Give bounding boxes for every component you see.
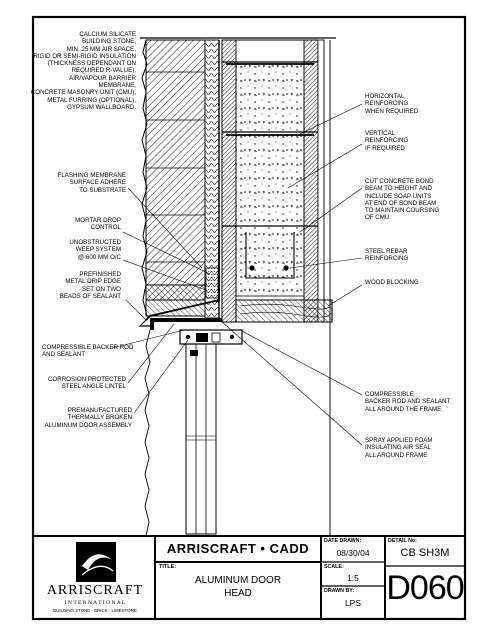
label-mortar-drop: MORTAR DROP CONTROL [75, 217, 121, 232]
label-compressible-backer-rod: COMPRESSIBLE BACKER ROD AND SEALANT [42, 344, 134, 359]
label-calcium-silicate: CALCIUM SILICATE BUILDING STONE, MIN. 25… [30, 31, 136, 111]
lower-wall-edge [144, 329, 151, 537]
label-weep-system: UNOBSTRUCTED WEEP SYSTEM @ 600 MM O/C [69, 239, 121, 261]
title-label: TITLE: [159, 564, 177, 570]
logo-subtitle: I N T E R N A T I O N A L [64, 600, 126, 606]
detail-series: CB SH3M [400, 547, 450, 559]
stone-veneer [145, 39, 206, 317]
detail-label: DETAIL No: [388, 538, 417, 544]
arriscraft-logo-mark [76, 542, 116, 582]
steel-angle-lintel [150, 318, 222, 330]
flashing-membrane [145, 240, 220, 321]
company-name: ARRISCRAFT • CADD [166, 541, 310, 556]
label-compressible-backer-frame: COMPRESSIBLE BACKER ROD AND SEALANT ALL … [365, 391, 451, 413]
label-flashing-membrane: FLASHING MEMBRANE SURFACE ADHERE TO SUBS… [57, 172, 126, 194]
label-aluminum-door-assembly: PREMANUFACTURED THERMALLY BROKEN ALUMINU… [44, 407, 132, 429]
label-vertical-reinforcing: VERTICAL REINFORCING IF REQUIRED [365, 130, 409, 152]
cmu-wall [221, 39, 319, 323]
date-value: 08/30/04 [336, 548, 370, 558]
logo-name: ARRISCRAFT [46, 583, 144, 598]
label-horizontal-reinforcing: HORIZONTAL REINFORCING WHEN REQUIRED [365, 93, 419, 115]
label-bond-beam: CUT CONCRETE BOND BEAM TO HEIGHT AND INC… [365, 178, 440, 222]
drawing-title-line1: ALUMINUM DOOR [194, 575, 282, 586]
detail-number: D060 [386, 569, 464, 607]
label-wood-blocking: WOOD BLOCKING [365, 279, 419, 286]
leaders-left [111, 187, 211, 414]
door-frame [179, 329, 243, 535]
interior-finish [317, 39, 331, 323]
mortar-drop-control [205, 267, 219, 299]
drawn-by-value: LPS [344, 598, 362, 608]
label-steel-lintel: CORROSION PROTECTED STEEL ANGLE LINTEL [47, 376, 126, 391]
title-block [32, 535, 466, 620]
scale-value: 1:5 [347, 573, 359, 583]
date-label: DATE DRAWN: [324, 538, 362, 544]
stone-face-edge [141, 39, 148, 317]
logo-tagline: BUILDING STONE · BRICK · LIMESTONE [53, 608, 137, 613]
scale-label: SCALE: [324, 564, 344, 570]
label-steel-rebar: STEEL REBAR REINFORCING [365, 248, 409, 263]
label-spray-foam: SPRAY APPLIED FOAM INSULATING AIR SEAL A… [365, 437, 433, 459]
wood-blocking [235, 299, 333, 323]
drawing-title-line2: HEAD [224, 588, 252, 599]
label-drip-edge: PREFINISHED METAL DRIP EDGE SET ON TWO B… [59, 271, 121, 300]
leaders-right [221, 103, 363, 446]
drip-edge [138, 319, 152, 327]
drawn-by-label: DRAWN BY: [324, 588, 355, 594]
wood-blocking-grain [239, 303, 331, 318]
